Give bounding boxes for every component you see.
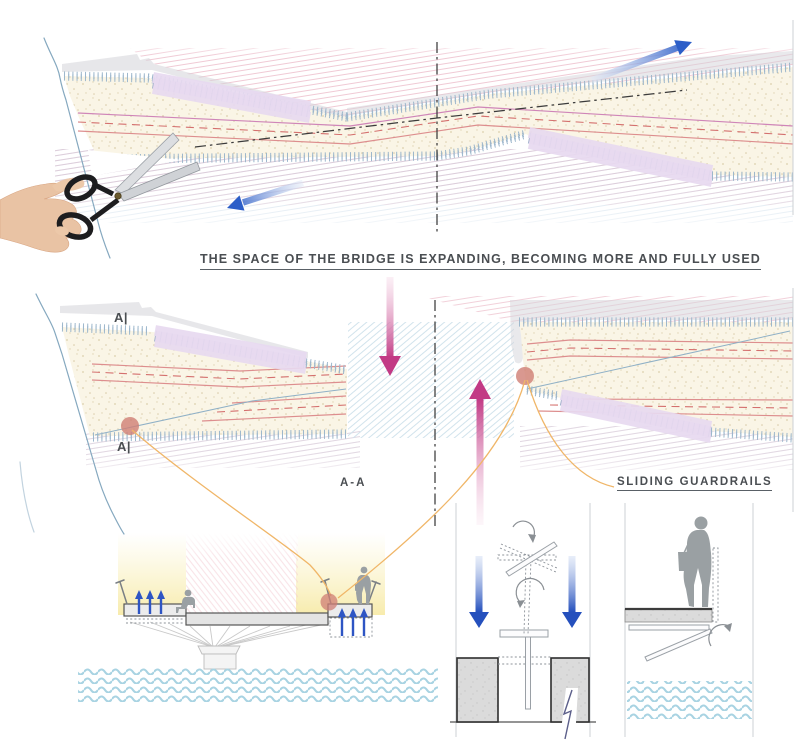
deck-shadow-right	[347, 51, 793, 116]
deck-shadow-left	[62, 54, 347, 119]
person-standing-small	[355, 566, 371, 604]
person-seated	[176, 589, 195, 613]
new-edge-line	[526, 330, 791, 390]
riverbank-line	[43, 37, 111, 259]
deck-shadow-left-2	[60, 302, 308, 358]
glow-left	[118, 533, 186, 615]
rail-bar-tilted	[505, 541, 558, 577]
guardrail-node-right	[516, 367, 534, 385]
section-a-a	[78, 533, 438, 704]
road-line	[77, 106, 794, 127]
shore-line	[19, 461, 35, 533]
fade-bottom-2	[86, 452, 793, 482]
deck-center	[185, 612, 329, 626]
airflow-arrows-left	[135, 590, 165, 614]
expansion-zone-hatch	[348, 322, 514, 438]
fade-top	[125, 40, 795, 56]
leader-curve-label	[526, 379, 615, 488]
cut-axis-line	[194, 89, 688, 148]
rotation-ghost	[523, 559, 527, 635]
rotate-arrow-mid	[517, 600, 525, 608]
rail-open-position	[644, 628, 713, 662]
page-title: THE SPACE OF THE BRIDGE IS EXPANDING, BE…	[200, 252, 761, 270]
fade-bottom	[55, 185, 795, 237]
cut-gap	[88, 150, 182, 176]
rail-post	[525, 636, 531, 710]
rotate-arrow-top	[528, 534, 536, 543]
road-centerline	[526, 347, 794, 353]
hand-with-scissors	[0, 132, 201, 253]
new-edge-line	[251, 388, 347, 402]
glow-right	[296, 533, 385, 615]
pier-struts	[129, 621, 331, 670]
new-edge-line	[94, 400, 253, 436]
road-line	[231, 395, 347, 404]
riverbank-line-2	[35, 293, 125, 535]
leader-curves	[131, 379, 615, 611]
road-line	[77, 124, 794, 145]
deck-shadow-right-2	[510, 300, 793, 364]
expansion-arrow-up-right	[590, 40, 692, 84]
bridge-plan-expanded	[19, 277, 794, 535]
rotate-arrow-rail	[724, 623, 732, 632]
break-line	[562, 689, 573, 740]
guardrail-mechanism-panel	[450, 503, 596, 740]
section-marker-bottom: A|	[117, 439, 132, 454]
rail-slot	[628, 624, 710, 631]
rotation-ghost	[527, 559, 532, 635]
water-waves	[78, 667, 438, 704]
road-line	[526, 355, 794, 361]
leader-curve-left	[131, 429, 332, 597]
road-centerline	[91, 371, 347, 380]
concrete-block-left	[456, 657, 499, 723]
section-hatch-fade	[186, 533, 298, 559]
road-line	[526, 339, 794, 345]
person-standing-large	[678, 516, 712, 607]
drop-arrow-left	[469, 556, 489, 628]
drop-arrow-right	[562, 556, 582, 628]
joint-gap	[560, 688, 578, 740]
expand-arrow-up	[469, 379, 491, 525]
hidden-box	[329, 617, 373, 638]
road-line	[91, 379, 347, 388]
bridge-plan-cut	[0, 20, 795, 259]
road-line	[201, 413, 347, 422]
expand-arrow-down	[379, 277, 401, 376]
section-label: A-A	[340, 477, 367, 489]
guardrail-open-panel	[624, 503, 754, 737]
rail-raised-ghost	[712, 547, 719, 623]
sand-deck-right	[519, 322, 793, 437]
deck-edge-slab	[624, 608, 713, 623]
guardrail-node-left	[121, 417, 139, 435]
road-centerline	[77, 115, 794, 136]
expansion-arrow-down-left	[227, 179, 305, 211]
guardrail-highlight-circle	[320, 593, 338, 611]
rail-cap	[499, 629, 549, 638]
airflow-arrows-right	[338, 608, 368, 636]
water-waves	[627, 681, 752, 719]
section-marker-top: A|	[114, 310, 129, 325]
leader-curve-right	[337, 379, 526, 599]
guardrails-label: SLIDING GUARDRAILS	[617, 476, 773, 491]
scissors-icon	[55, 132, 201, 240]
